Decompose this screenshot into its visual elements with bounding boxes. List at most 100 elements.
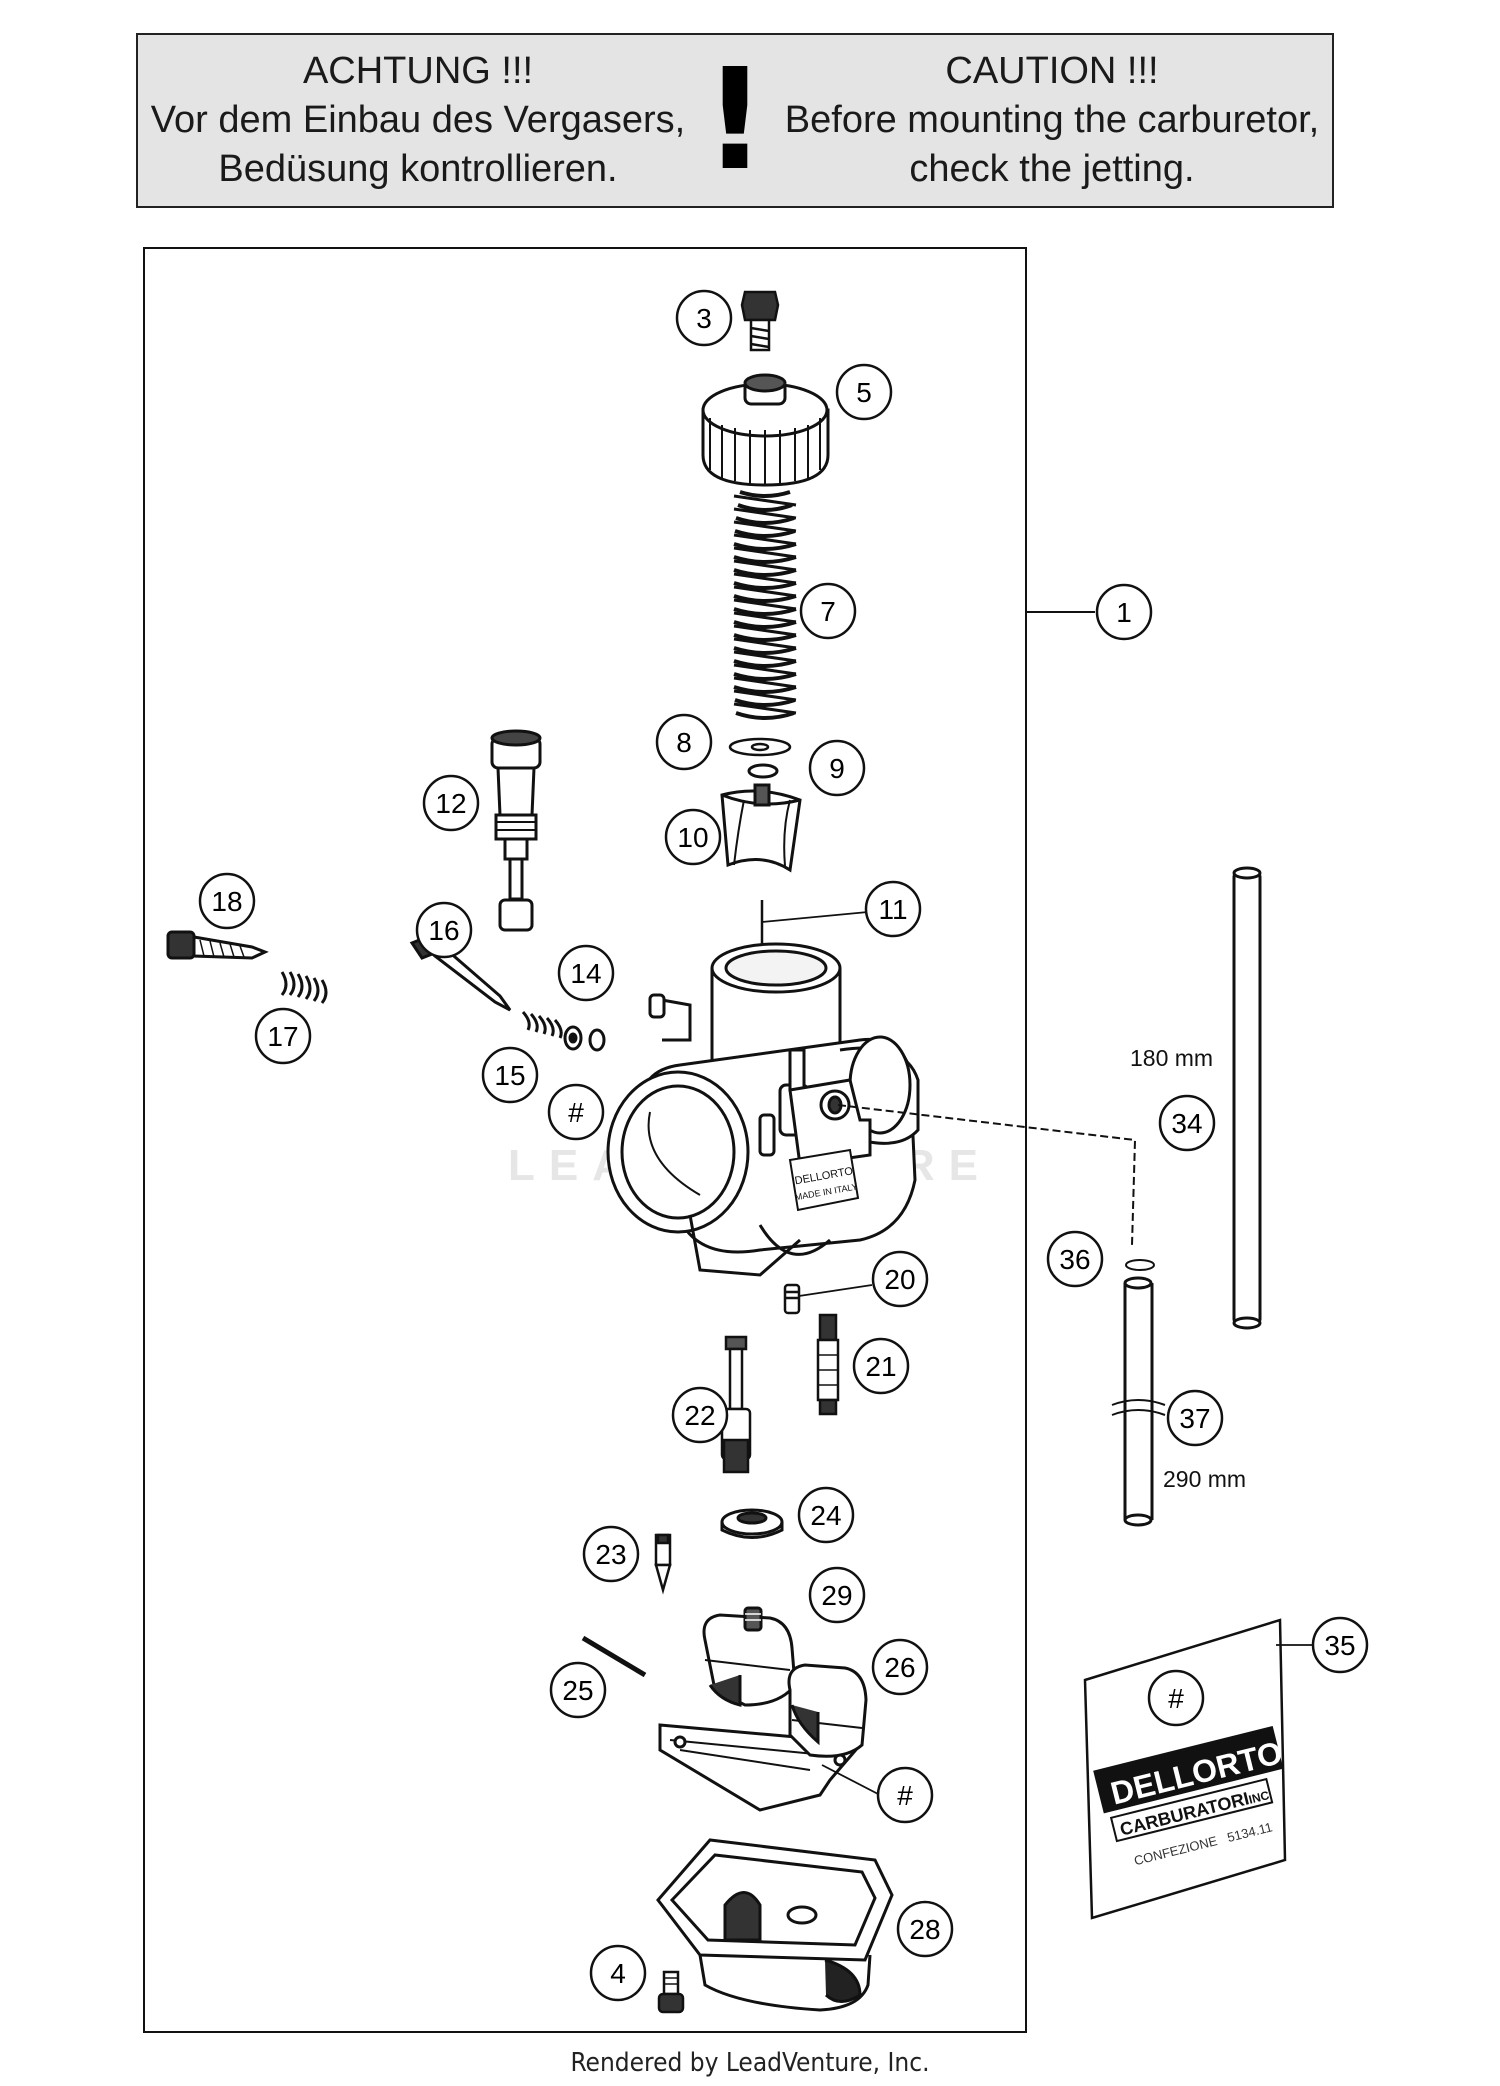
spring-washer	[728, 737, 792, 757]
callout-24-label: 24	[810, 1500, 841, 1531]
float-pin	[581, 1635, 647, 1678]
callout-5: 5	[835, 363, 893, 421]
idle-screw-spring	[280, 971, 328, 1004]
callout-hash-gasket: #	[876, 1766, 934, 1824]
callout-4-label: 4	[610, 1958, 626, 1989]
overflow-tube-short	[1111, 1276, 1166, 1527]
vent-leader	[837, 1104, 1137, 1246]
callout-3-label: 3	[696, 303, 712, 334]
callout-hash-o-ring-label: #	[568, 1097, 584, 1128]
callout-3: 3	[675, 289, 733, 347]
main-jet	[783, 1283, 873, 1315]
bag-badge: INC	[1247, 1788, 1271, 1807]
callout-16: 16	[415, 901, 473, 959]
callout-28: 28	[896, 1900, 954, 1958]
english-line-1: Before mounting the carburetor,	[784, 99, 1320, 141]
callout-20: 20	[871, 1250, 929, 1308]
callout-10: 10	[664, 808, 722, 866]
callout-22: 22	[671, 1386, 729, 1444]
callout-7-label: 7	[820, 596, 836, 627]
callout-26: 26	[871, 1638, 929, 1696]
throttle-slide	[720, 783, 802, 873]
callout-hash-bag-label: #	[1168, 1683, 1184, 1714]
carburetor-cover-cap	[701, 373, 830, 487]
callout-12-label: 12	[435, 788, 466, 819]
callout-12: 12	[422, 774, 480, 832]
callout-5-label: 5	[856, 377, 872, 408]
callout-29-label: 29	[821, 1580, 852, 1611]
callout-15-label: 15	[494, 1060, 525, 1091]
float-valve-seat	[720, 1508, 784, 1539]
assembly-frame	[143, 247, 1027, 2033]
callout-hash-gasket-label: #	[897, 1780, 913, 1811]
callout-24: 24	[797, 1486, 855, 1544]
float-assembly	[658, 1606, 881, 1812]
callout-18-label: 18	[211, 886, 242, 917]
float-bowl	[656, 1838, 894, 2012]
needle-clip	[747, 763, 779, 779]
english-line-2: check the jetting.	[909, 148, 1195, 190]
callout-15: 15	[481, 1046, 539, 1104]
german-line-2: Bedüsung kontrollieren.	[218, 148, 618, 190]
callout-11-label: 11	[878, 894, 907, 925]
callout-14-label: 14	[570, 958, 601, 989]
callout-37-label: 37	[1179, 1403, 1210, 1434]
english-title: CAUTION !!!	[945, 50, 1159, 92]
callout-18: 18	[198, 872, 256, 930]
callout-7: 7	[799, 582, 857, 640]
exclamation-icon: !	[703, 39, 767, 202]
callout-10-label: 10	[677, 822, 708, 853]
drain-screw	[657, 1970, 685, 2014]
callout-25-label: 25	[562, 1675, 593, 1706]
callout-25: 25	[549, 1661, 607, 1719]
choke-plunger	[490, 729, 542, 932]
callout-34: 34	[1158, 1094, 1216, 1152]
callout-17: 17	[254, 1007, 312, 1065]
callout-21-label: 21	[865, 1351, 896, 1382]
callout-9: 9	[808, 739, 866, 797]
callout-26-label: 26	[884, 1652, 915, 1683]
callout-23: 23	[582, 1525, 640, 1583]
callout-1: 1	[1095, 583, 1153, 641]
callout-20-label: 20	[884, 1264, 915, 1295]
callout-34-label: 34	[1171, 1108, 1202, 1139]
mixture-screw-washer	[563, 1025, 583, 1051]
callout-hash-o-ring: #	[547, 1083, 605, 1141]
tube-length-long: 180 mm	[1130, 1045, 1213, 1071]
german-title: ACHTUNG !!!	[302, 50, 534, 92]
callout-35-label: 35	[1324, 1630, 1355, 1661]
callout-28-label: 28	[909, 1914, 940, 1945]
render-credit: Rendered by LeadVenture, Inc.	[570, 2048, 930, 2078]
needle-jet	[720, 1335, 752, 1474]
callout-1-label: 1	[1116, 597, 1132, 628]
callout-29: 29	[808, 1566, 866, 1624]
callout-8: 8	[655, 713, 713, 771]
callout-8-label: 8	[676, 727, 692, 758]
float-needle	[654, 1533, 672, 1595]
idle-adjust-screw	[166, 930, 269, 960]
german-warning: ACHTUNG !!! Vor dem Einbau des Vergasers…	[138, 47, 698, 194]
carburetor-body	[606, 942, 920, 1277]
idle-jet	[816, 1313, 840, 1416]
callout-35: 35	[1311, 1616, 1369, 1674]
callout-11: 11	[864, 880, 922, 938]
throttle-spring	[733, 490, 797, 720]
english-warning: CAUTION !!! Before mounting the carburet…	[772, 47, 1332, 194]
callout-17-label: 17	[267, 1021, 298, 1052]
tube-length-short: 290 mm	[1163, 1466, 1246, 1492]
callout-36: 36	[1046, 1230, 1104, 1288]
callout-36-label: 36	[1059, 1244, 1090, 1275]
german-line-1: Vor dem Einbau des Vergasers,	[150, 99, 686, 141]
callout-22-label: 22	[684, 1400, 715, 1431]
callout-23-label: 23	[595, 1539, 626, 1570]
mixture-screw-spring	[521, 1010, 563, 1039]
callout-21: 21	[852, 1337, 910, 1395]
callout-37: 37	[1166, 1389, 1224, 1447]
callout-hash-bag: #	[1147, 1669, 1205, 1727]
jet-kit-bag	[1083, 1618, 1318, 1920]
callout-9-label: 9	[829, 753, 845, 784]
mixture-screw-o-ring	[588, 1028, 606, 1052]
callout-14: 14	[557, 944, 615, 1002]
callout-16-label: 16	[428, 915, 459, 946]
